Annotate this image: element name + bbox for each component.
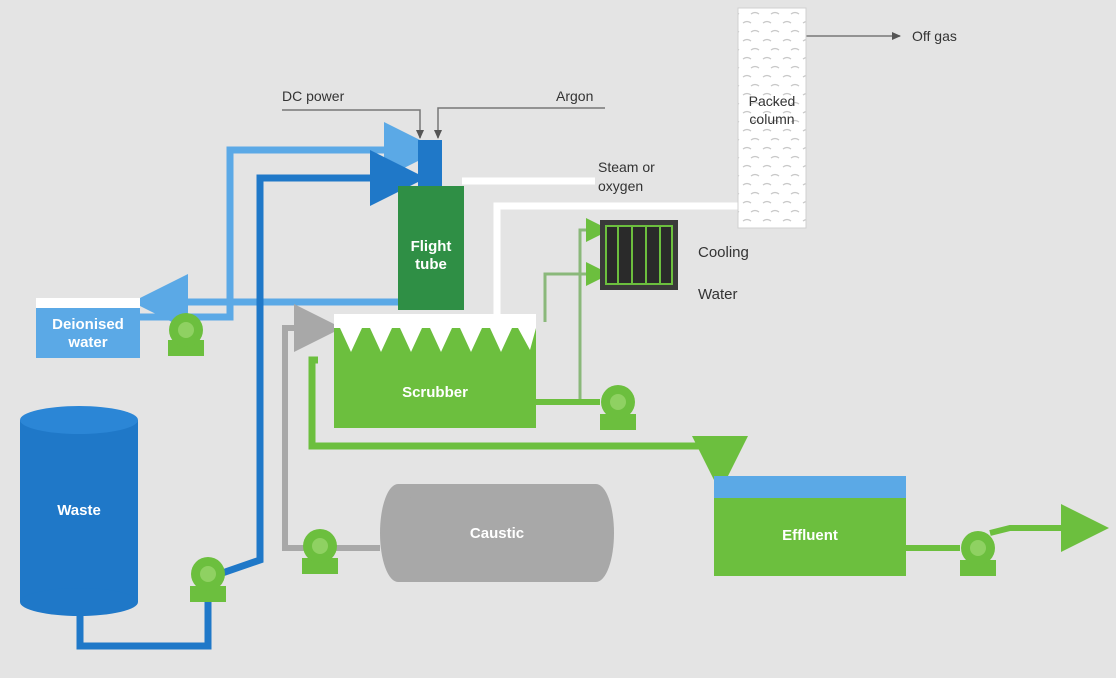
effluent-label: Effluent <box>782 527 838 544</box>
pump-scrubber <box>600 385 636 430</box>
cooling-recirc-lines <box>543 218 610 402</box>
water-label: Water <box>698 286 738 303</box>
steam-oxygen-label: Steam or oxygen <box>598 158 655 196</box>
cooling-label: Cooling <box>698 244 749 261</box>
flight-tube-line2: tube <box>415 256 447 273</box>
argon-line <box>434 107 605 139</box>
flight-tube-label: Flight tube <box>398 238 464 274</box>
packed-column-line1: Packed <box>748 93 796 109</box>
effluent-tank <box>714 476 906 576</box>
argon-label: Argon <box>556 88 594 104</box>
caustic-label: Caustic <box>469 525 525 542</box>
effluent-out-pipe <box>906 504 1109 552</box>
cooling-unit <box>600 220 678 290</box>
scrubber-label: Scrubber <box>402 384 468 401</box>
packed-column-label: Packed column <box>738 92 806 128</box>
flight-tube <box>398 140 464 310</box>
deionised-water-label: Deionised water <box>36 316 140 352</box>
pump-deionised <box>168 313 204 356</box>
packed-column <box>737 7 807 229</box>
scrubber-to-column-line <box>493 202 742 316</box>
off-gas-label: Off gas <box>912 28 957 44</box>
steam-oxygen-line1: Steam or <box>598 159 655 175</box>
pump-effluent <box>960 531 996 576</box>
caustic-tank <box>380 484 614 582</box>
packed-column-line2: column <box>749 111 795 127</box>
deionised-water-tank <box>36 298 140 358</box>
scrubber <box>334 314 536 428</box>
pump-caustic <box>302 529 338 574</box>
deionised-water-line2: water <box>68 334 108 351</box>
deionised-water-line1: Deionised <box>52 316 124 333</box>
dc-power-line <box>282 109 424 139</box>
dc-power-label: DC power <box>282 88 345 104</box>
waste-tank <box>20 406 138 616</box>
flight-tube-line1: Flight <box>410 238 452 255</box>
pump-waste <box>190 557 226 602</box>
scrubber-to-effluent-pipe <box>308 356 748 492</box>
waste-label: Waste <box>57 502 101 519</box>
steam-oxygen-line2: oxygen <box>598 178 644 194</box>
